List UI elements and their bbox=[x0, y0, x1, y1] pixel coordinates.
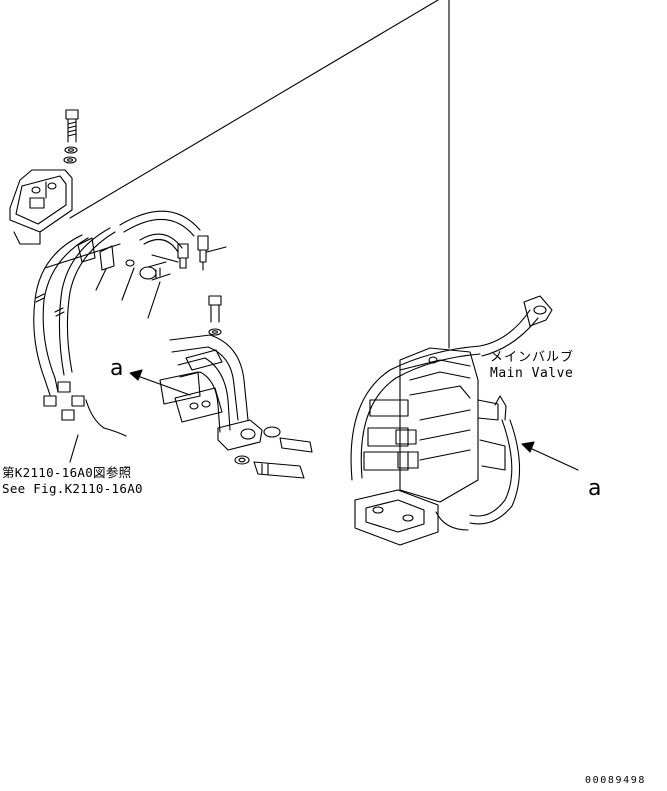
hose-clamps bbox=[77, 237, 171, 281]
view-a-label-right: a bbox=[588, 476, 602, 501]
valve-hoses bbox=[350, 295, 553, 531]
view-arrow-left bbox=[129, 369, 191, 396]
main-valve-label-en: Main Valve bbox=[490, 366, 574, 381]
see-fig-label-jp: 第K2110-16A0図参照 bbox=[2, 465, 132, 480]
drawing-number: 00089498 bbox=[585, 775, 646, 786]
left-hoses bbox=[33, 210, 201, 437]
hose-fittings bbox=[177, 235, 209, 271]
main-valve-label-jp: メインバルブ bbox=[490, 350, 575, 365]
see-fig-label-en: See Fig.K2110-16A0 bbox=[2, 481, 143, 496]
tube-assembly bbox=[159, 334, 313, 479]
mounting-bracket bbox=[9, 169, 73, 245]
view-a-label-left: a bbox=[110, 356, 124, 381]
bolt-middle bbox=[208, 295, 222, 336]
view-arrow-right bbox=[521, 441, 579, 471]
main-valve bbox=[354, 347, 506, 546]
bolt-top bbox=[63, 109, 79, 164]
